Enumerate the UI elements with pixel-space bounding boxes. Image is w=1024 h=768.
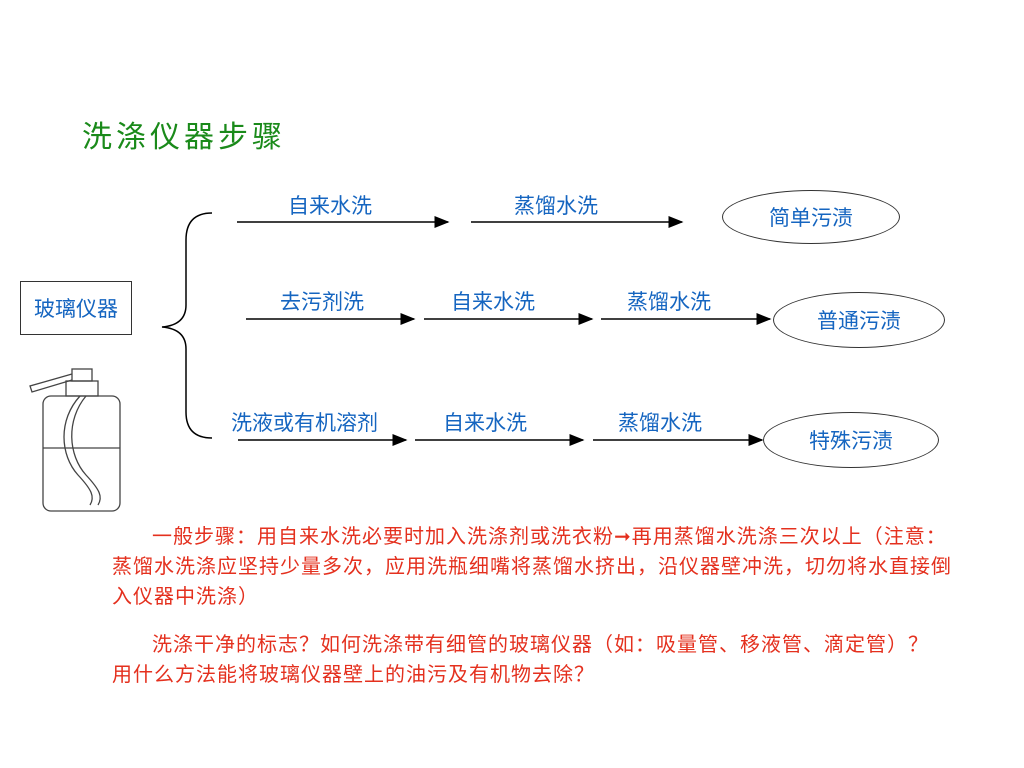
note-paragraph-1: 一般步骤：用自来水洗必要时加入洗涤剂或洗衣粉➞再用蒸馏水洗涤三次以上（注意：蒸馏… (112, 524, 952, 608)
row3-step-3: 蒸馏水洗 (618, 411, 702, 435)
row2-step-2: 自来水洗 (451, 290, 535, 314)
note-questions: 洗涤干净的标志？如何洗涤带有细管的玻璃仪器（如：吸量管、移液管、滴定管）？ 用什… (112, 629, 952, 689)
note-general-steps: 一般步骤：用自来水洗必要时加入洗涤剂或洗衣粉➞再用蒸馏水洗涤三次以上（注意：蒸馏… (112, 521, 952, 611)
wash-bottle-icon (29, 368, 121, 512)
page-title: 洗涤仪器步骤 (82, 120, 286, 155)
result-oval-normal: 普通污渍 (773, 292, 945, 348)
brace (161, 212, 213, 439)
row2-step-3: 蒸馏水洗 (627, 290, 711, 314)
note-paragraph-2: 洗涤干净的标志？如何洗涤带有细管的玻璃仪器（如：吸量管、移液管、滴定管）？ 用什… (112, 632, 950, 686)
row3-step-2: 自来水洗 (443, 411, 527, 435)
glass-instrument-box: 玻璃仪器 (20, 281, 132, 335)
row1-step-2: 蒸馏水洗 (514, 194, 598, 218)
result-oval-special: 特殊污渍 (763, 412, 939, 468)
result-oval-simple: 简单污渍 (722, 190, 900, 244)
row3-step-1: 洗液或有机溶剂 (231, 411, 378, 435)
row2-step-1: 去污剂洗 (280, 290, 364, 314)
row1-step-1: 自来水洗 (288, 194, 372, 218)
